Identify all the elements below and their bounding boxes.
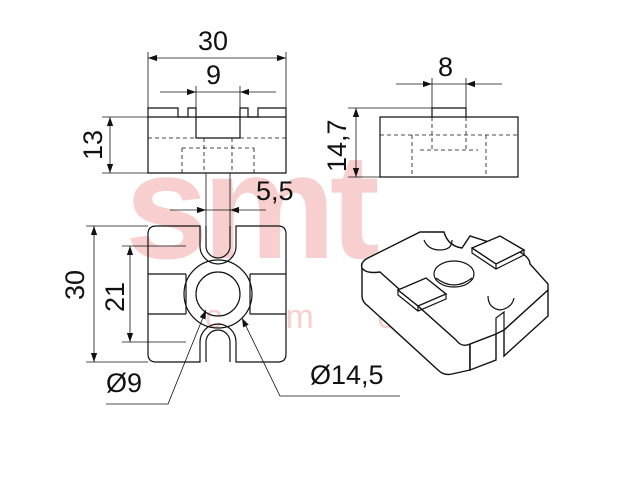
dim-top-slot: 9: [160, 60, 276, 117]
dim-side-height: 14,7: [322, 107, 432, 178]
dim-hole-small-label: Ø9: [106, 368, 142, 398]
dim-plan-height-label: 30: [60, 270, 90, 300]
dim-side-slot-label: 8: [438, 52, 453, 82]
dim-plan-inner: 21: [100, 245, 186, 343]
dim-top-width-label: 30: [198, 26, 228, 56]
dim-top-slot-label: 9: [206, 60, 221, 90]
dim-side-height-label: 14,7: [322, 119, 352, 172]
dim-front-height: 13: [78, 116, 148, 174]
dim-top-width: 30: [147, 26, 287, 108]
dim-notch-width: 5,5: [170, 173, 294, 226]
plan-view: [147, 225, 287, 363]
dim-hole-large: Ø14,5: [241, 317, 400, 397]
dim-hole-large-label: Ø14,5: [310, 360, 384, 390]
side-view: [379, 107, 519, 178]
dim-plan-inner-label: 21: [100, 282, 130, 312]
dim-notch-width-label: 5,5: [256, 176, 294, 206]
dim-plan-height: 30: [60, 225, 148, 363]
dim-hole-small: Ø9: [106, 309, 207, 405]
dim-side-slot: 8: [396, 52, 502, 108]
watermark-brand: smt: [125, 122, 379, 290]
isometric-view: [360, 231, 549, 376]
dim-front-height-label: 13: [78, 130, 108, 160]
